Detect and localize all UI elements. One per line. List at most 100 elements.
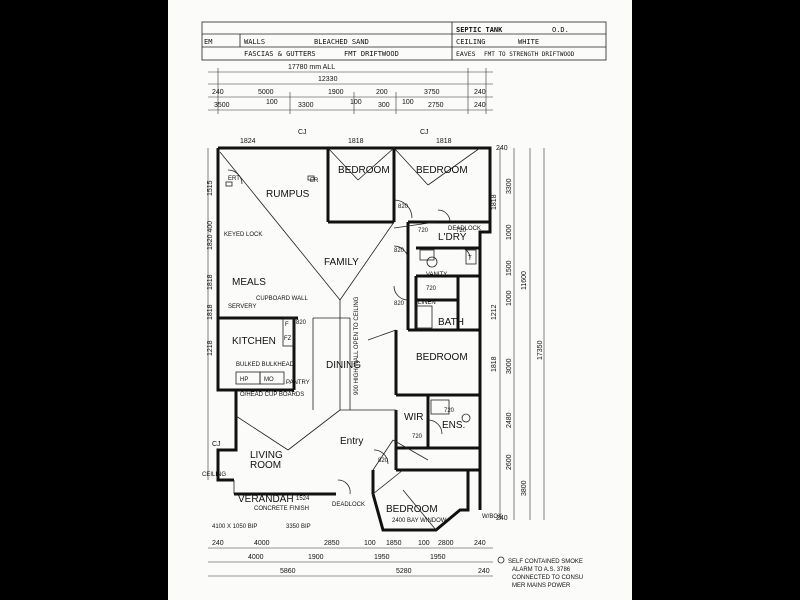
septic-value: O.D. bbox=[552, 26, 569, 34]
top-dim-c: 200 bbox=[376, 89, 388, 96]
note-half-wall: 900 HIGH WALL OPEN TO CEILING bbox=[354, 296, 360, 395]
room-dining: DINING bbox=[326, 360, 361, 371]
bottom-dim-f: 100 bbox=[418, 540, 430, 547]
spec-table: EM WALLS BLEACHED SAND FASCIAS & GUTTERS… bbox=[201, 21, 607, 61]
room-bedroom-3: BEDROOM bbox=[416, 352, 468, 363]
right-dim-k: 1818 bbox=[491, 194, 498, 210]
top-dim-j: 100 bbox=[350, 99, 362, 106]
room-labels: RUMPUS BEDROOM BEDROOM L'DRY MEALS FAMIL… bbox=[232, 165, 468, 515]
note-er: ER bbox=[310, 178, 319, 184]
bottom-dim-e: 1850 bbox=[386, 540, 402, 547]
bottom-dim-l: 1950 bbox=[430, 554, 446, 561]
right-dim-h: 3800 bbox=[521, 480, 528, 496]
top-dim-o: 1824 bbox=[240, 138, 256, 145]
room-ensuite: ENS. bbox=[442, 420, 465, 431]
bottom-dim-o: 240 bbox=[478, 568, 490, 575]
right-dim-b: 1000 bbox=[506, 224, 513, 240]
room-rumpus: RUMPUS bbox=[266, 189, 310, 200]
room-meals: MEALS bbox=[232, 277, 266, 288]
window-left: 4100 X 1050 BIP bbox=[212, 524, 257, 530]
right-dim-l: 1818 bbox=[491, 356, 498, 372]
top-dim-i: 3300 bbox=[298, 102, 314, 109]
right-dim-f: 2480 bbox=[506, 412, 513, 428]
top-dim-inner: 12330 bbox=[318, 76, 338, 83]
ceiling-label: CEILING bbox=[456, 38, 486, 46]
spec-row-prefix: EM bbox=[204, 38, 212, 46]
right-dim-j: 240 bbox=[496, 515, 508, 522]
note-mo: MO bbox=[264, 377, 274, 383]
door-swings bbox=[227, 169, 471, 495]
ceiling-lines bbox=[219, 147, 481, 531]
door-820-5: 820 bbox=[378, 458, 389, 464]
top-cj-2: CJ bbox=[420, 129, 429, 136]
room-bedroom-4: BEDROOM bbox=[386, 504, 438, 515]
door-820-3: 820 bbox=[394, 301, 405, 307]
bottom-dim-b: 4000 bbox=[254, 540, 270, 547]
note-cupboard-wall: CUPBOARD WALL bbox=[256, 296, 308, 302]
room-family: FAMILY bbox=[324, 257, 359, 268]
bottom-dim-n: 5280 bbox=[396, 568, 412, 575]
top-dim-f: 240 bbox=[474, 89, 486, 96]
floor-plan-drawing: EM WALLS BLEACHED SAND FASCIAS & GUTTERS… bbox=[201, 21, 607, 589]
note-deadlock-2: DEADLOCK bbox=[332, 502, 365, 508]
door-820-4: 820 bbox=[296, 320, 307, 326]
top-dim-b: 1900 bbox=[328, 89, 344, 96]
left-dim-c: 1818 bbox=[207, 274, 214, 290]
bottom-dim-m: 5860 bbox=[280, 568, 296, 575]
bottom-dim-d: 100 bbox=[364, 540, 376, 547]
left-dim-d: 1818 bbox=[207, 304, 214, 320]
top-dim-k: 300 bbox=[378, 102, 390, 109]
left-dim-b: 1820 400 bbox=[207, 221, 214, 250]
note-tub: T bbox=[468, 256, 472, 262]
note-deadlock-1: DEADLOCK bbox=[448, 226, 481, 232]
right-dim-d: 1000 bbox=[506, 290, 513, 306]
fixtures bbox=[225, 175, 477, 423]
note-freezer: FZ bbox=[284, 336, 292, 342]
right-dimensions: 17350 11600 3300 1000 1500 1000 3000 248… bbox=[491, 145, 545, 522]
window-mid: 3350 BIP bbox=[286, 524, 311, 530]
room-wir: WIR bbox=[404, 412, 423, 423]
smoke-alarm-note: SELF CONTAINED SMOKE ALARM TO A.S. 3786 … bbox=[497, 556, 583, 589]
room-bath: BATH bbox=[438, 317, 464, 328]
note-bay-window: 2400 BAY WINDOW bbox=[392, 518, 447, 524]
note-vanity: VANITY bbox=[426, 272, 447, 278]
top-dim-h: 100 bbox=[266, 99, 278, 106]
top-dim-q: 1818 bbox=[436, 138, 452, 145]
top-dim-d: 3750 bbox=[424, 89, 440, 96]
left-dim-cj: CJ bbox=[212, 441, 221, 448]
note-overhead: O/HEAD CUP BOARDS bbox=[240, 392, 304, 398]
right-dim-m: 1212 bbox=[491, 304, 498, 320]
top-dimensions: 17780 mm ALL 12330 240 5000 1900 200 375… bbox=[208, 64, 493, 145]
room-living: LIVING bbox=[250, 450, 283, 461]
note-bulkhead: BULKED BULKHEAD bbox=[236, 362, 295, 368]
room-bedroom-2: BEDROOM bbox=[416, 165, 468, 176]
note-pantry: PANTRY bbox=[286, 380, 310, 386]
note-wi-box: W/BOX bbox=[482, 514, 502, 520]
room-kitchen: KITCHEN bbox=[232, 336, 276, 347]
note-servery: SERVERY bbox=[228, 304, 256, 310]
right-dim-overall: 17350 bbox=[537, 340, 544, 360]
smoke-line-3: CONNECTED TO CONSU bbox=[512, 575, 583, 581]
door-720-2: 720 bbox=[456, 228, 467, 234]
note-hp: HP bbox=[240, 377, 248, 383]
bottom-dim-g: 2800 bbox=[438, 540, 454, 547]
room-bedroom-1: BEDROOM bbox=[338, 165, 390, 176]
room-entry: Entry bbox=[340, 436, 363, 447]
note-ert: ERT bbox=[228, 176, 240, 182]
door-720-5: 720 bbox=[444, 408, 455, 414]
right-dim-e: 3000 bbox=[506, 358, 513, 374]
room-laundry: L'DRY bbox=[438, 232, 467, 243]
right-dim-inner: 11600 bbox=[521, 271, 528, 290]
right-dim-c: 1500 bbox=[506, 260, 513, 276]
top-dim-m: 2750 bbox=[428, 102, 444, 109]
bottom-dim-k: 1950 bbox=[374, 554, 390, 561]
building-walls bbox=[216, 146, 492, 532]
smoke-line-1: SELF CONTAINED SMOKE bbox=[508, 559, 583, 565]
floor-plan-sheet: EM WALLS BLEACHED SAND FASCIAS & GUTTERS… bbox=[168, 0, 632, 600]
right-dim-a: 3300 bbox=[506, 178, 513, 194]
walls-label: WALLS bbox=[244, 38, 265, 46]
left-dimensions: 1515 1820 400 1818 1818 1218 CJ bbox=[207, 148, 221, 480]
left-dim-a: 1515 bbox=[207, 180, 214, 196]
door-720-1: 720 bbox=[418, 228, 429, 234]
right-dim-g: 2600 bbox=[506, 454, 513, 470]
